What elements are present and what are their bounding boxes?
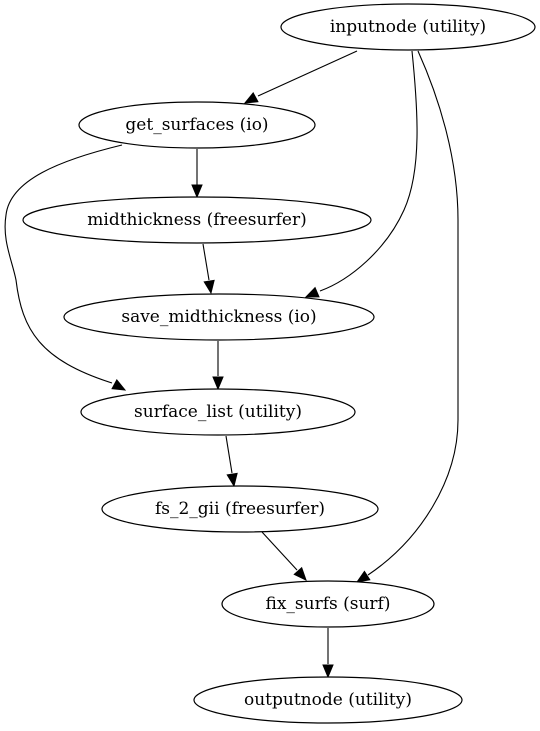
node-fix_surfs: fix_surfs (surf) [221, 580, 435, 628]
edge-arrowhead [322, 664, 334, 679]
edge-line [319, 50, 418, 292]
node-label: get_surfaces (io) [125, 115, 268, 135]
edge-save_midthickness-to-surface_list [212, 341, 224, 391]
edge-arrowhead [203, 279, 215, 295]
node-ellipse [280, 3, 536, 51]
edge-line [257, 50, 358, 97]
node-label: fix_surfs (surf) [265, 594, 390, 614]
edge-inputnode-to-fix_surfs [355, 50, 459, 583]
edge-arrowhead [226, 472, 238, 488]
edge-arrowhead [212, 376, 224, 391]
edge-line [261, 531, 298, 571]
node-fs_2_gii: fs_2_gii (freesurfer) [101, 485, 379, 533]
edge-arrowhead [111, 379, 127, 391]
node-ellipse [101, 485, 379, 533]
edge-arrowhead [355, 570, 371, 583]
node-surface_list: surface_list (utility) [80, 388, 356, 436]
node-label: fs_2_gii (freesurfer) [155, 499, 325, 519]
node-label: surface_list (utility) [134, 402, 302, 422]
edge-arrowhead [191, 184, 203, 199]
node-ellipse [22, 196, 372, 244]
edge-arrowhead [304, 286, 320, 298]
node-ellipse [78, 101, 316, 149]
edge-get_surfaces-to-midthickness [191, 149, 203, 199]
nodes-layer: inputnode (utility) get_surfaces (io) midt… [22, 3, 536, 724]
edge-line [367, 50, 459, 576]
node-get_surfaces: get_surfaces (io) [78, 101, 316, 149]
edge-fs_2_gii-to-fix_surfs [261, 531, 307, 581]
edge-midthickness-to-save_midthickness [202, 243, 215, 295]
edge-line [202, 243, 210, 281]
node-save_midthickness: save_midthickness (io) [63, 293, 375, 341]
node-midthickness: midthickness (freesurfer) [22, 196, 372, 244]
edge-line [4, 144, 123, 384]
node-label: save_midthickness (io) [121, 307, 316, 327]
edge-surface_list-to-fs_2_gii [225, 435, 238, 488]
node-label: inputnode (utility) [330, 17, 486, 37]
edge-inputnode-to-get_surfaces [243, 50, 358, 104]
node-label: midthickness (freesurfer) [87, 210, 306, 230]
edge-get_surfaces-to-surface_list [4, 144, 127, 391]
node-ellipse [63, 293, 375, 341]
node-inputnode: inputnode (utility) [280, 3, 536, 51]
edge-fix_surfs-to-outputnode [322, 628, 334, 679]
node-ellipse [221, 580, 435, 628]
edge-inputnode-to-save_midthickness [304, 50, 418, 298]
node-outputnode: outputnode (utility) [193, 676, 463, 724]
edge-line [225, 435, 233, 474]
node-ellipse [80, 388, 356, 436]
edges-layer [4, 50, 459, 679]
edge-arrowhead [293, 566, 307, 581]
node-ellipse [193, 676, 463, 724]
edge-arrowhead [243, 92, 259, 104]
node-label: outputnode (utility) [244, 690, 412, 710]
